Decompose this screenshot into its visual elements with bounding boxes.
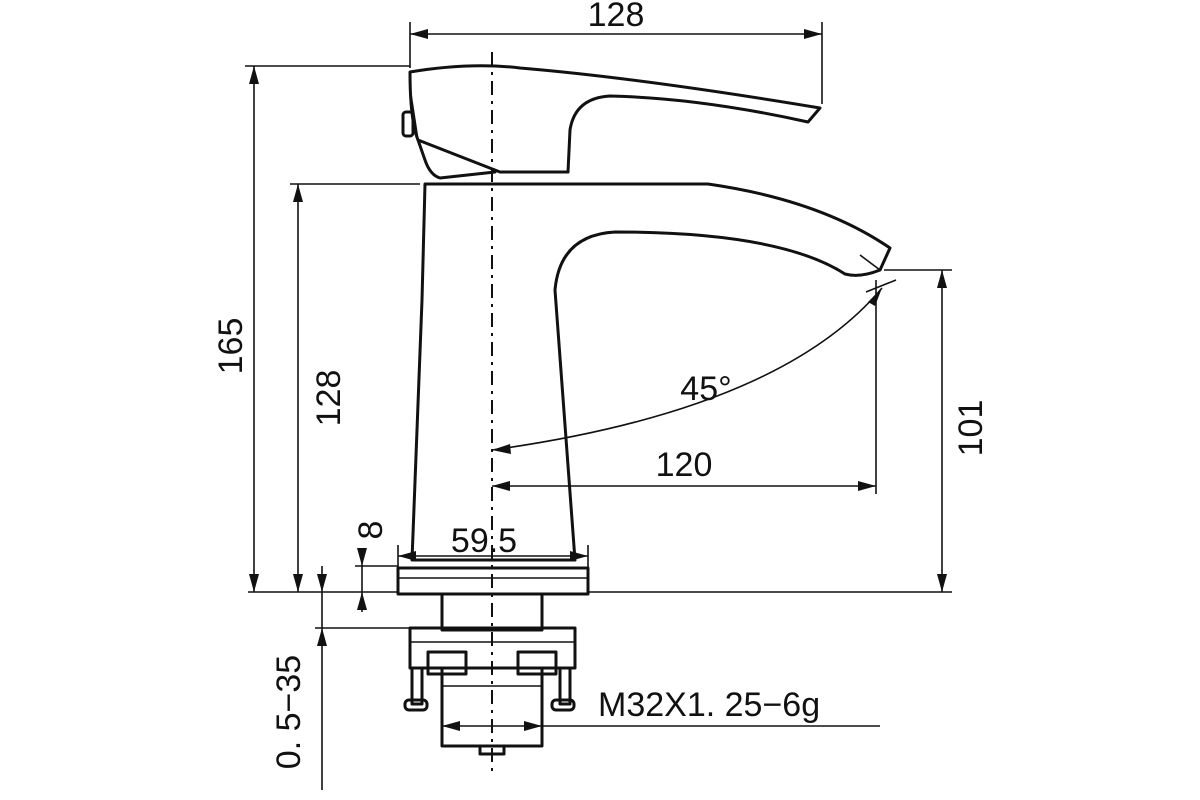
thread-callout: M32X1. 25−6g <box>442 686 880 731</box>
dim-body-height: 128 <box>290 183 420 592</box>
dim-spout-reach-label: 120 <box>656 446 713 484</box>
mounting-assembly <box>403 592 577 756</box>
faucet-body <box>410 182 892 562</box>
dim-mount-range-label: 0. 5−35 <box>270 655 308 769</box>
dim-top-width-label: 128 <box>588 0 645 34</box>
dim-spout-angle-label: 45° <box>680 370 731 408</box>
dim-spout-angle: 45° <box>491 279 897 454</box>
thread-spec-label: M32X1. 25−6g <box>598 686 820 724</box>
dim-base-width-label: 59.5 <box>451 522 517 560</box>
dim-base-width: 59.5 <box>397 522 589 568</box>
dim-base-thickness: 8 <box>352 521 398 612</box>
dim-top-width: 128 <box>409 0 823 104</box>
faucet-handle <box>401 64 822 180</box>
dim-spout-reach: 120 <box>492 280 877 494</box>
dim-spout-height: 101 <box>588 269 990 593</box>
dim-total-height-label: 165 <box>212 318 250 375</box>
dim-spout-height-label: 101 <box>952 400 990 457</box>
dim-base-thickness-label: 8 <box>352 521 390 540</box>
dim-mount-range: 0. 5−35 <box>270 566 410 790</box>
dim-body-height-label: 128 <box>310 370 348 427</box>
dim-total-height: 165 <box>212 65 410 593</box>
